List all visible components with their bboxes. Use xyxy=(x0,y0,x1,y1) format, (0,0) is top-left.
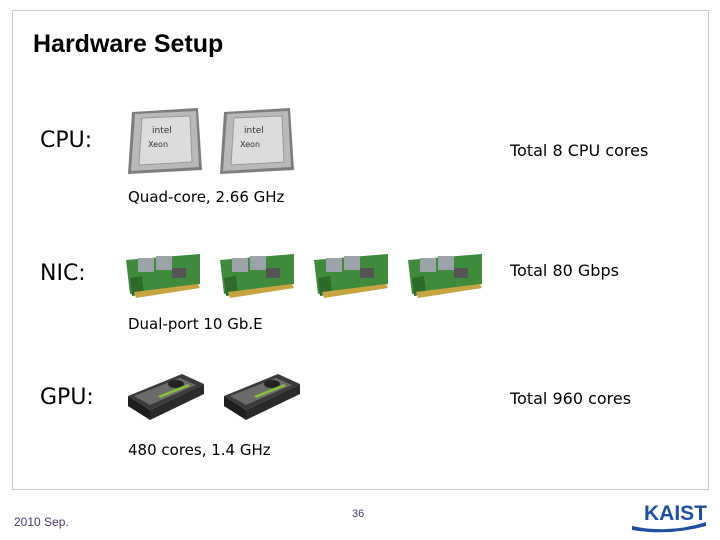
nic-spec: Dual-port 10 Gb.E xyxy=(128,315,263,333)
gpu-card-icon xyxy=(124,370,206,422)
slide-frame xyxy=(12,10,709,490)
nic-card-icon xyxy=(310,248,390,300)
cpu-chip-icon: intel Xeon xyxy=(218,104,296,176)
gpu-label: GPU: xyxy=(40,385,94,410)
cpu-chip-brand: intel xyxy=(152,126,172,136)
gpu-total: Total 960 cores xyxy=(510,389,632,408)
kaist-logo-icon: KAIST xyxy=(630,500,708,534)
cpu-spec: Quad-core, 2.66 GHz xyxy=(128,188,285,206)
gpu-card-icon xyxy=(220,370,302,422)
cpu-total: Total 8 CPU cores xyxy=(510,141,649,160)
nic-images xyxy=(122,248,498,300)
gpu-spec: 480 cores, 1.4 GHz xyxy=(128,441,271,459)
nic-card-icon xyxy=(122,248,202,300)
gpu-images xyxy=(124,370,316,422)
nic-label: NIC: xyxy=(40,261,86,286)
cpu-label: CPU: xyxy=(40,128,93,153)
cpu-images: intel Xeon intel Xeon xyxy=(126,104,310,176)
cpu-chip-brand: intel xyxy=(244,126,264,136)
logo-text: KAIST xyxy=(644,502,707,525)
nic-card-icon xyxy=(404,248,484,300)
nic-total: Total 80 Gbps xyxy=(510,261,619,280)
cpu-chip-icon: intel Xeon xyxy=(126,104,204,176)
page-number: 36 xyxy=(352,508,365,520)
nic-card-icon xyxy=(216,248,296,300)
slide-title: Hardware Setup xyxy=(33,30,224,58)
footer-date: 2010 Sep. xyxy=(14,515,69,529)
cpu-chip-model: Xeon xyxy=(240,140,260,149)
cpu-chip-model: Xeon xyxy=(148,140,168,149)
